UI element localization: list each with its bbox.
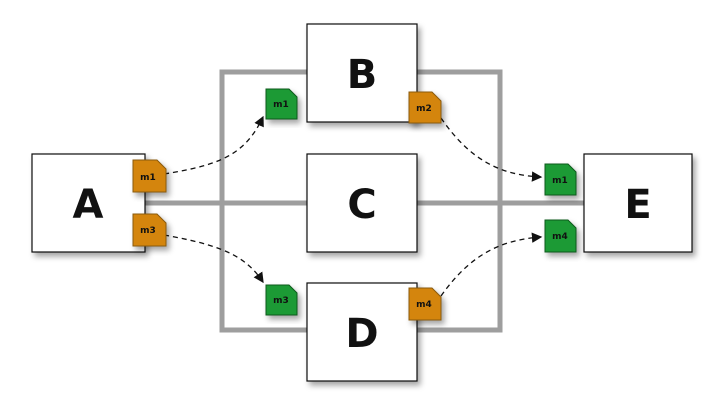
arrow-a-m3-to-d (163, 234, 264, 284)
connector-lines (145, 69, 584, 333)
tag-a-m1: m1 (132, 159, 167, 193)
tag-d-m4-label: m4 (416, 300, 432, 310)
tag-e-m1-label: m1 (552, 176, 568, 186)
node-c: C (306, 153, 418, 253)
arrow-d-m4-to-e (440, 232, 543, 297)
tag-d-m4: m4 (408, 287, 442, 321)
tag-b-m2-label: m2 (416, 104, 432, 114)
tag-d-m3-label: m3 (273, 296, 289, 306)
node-d-label: D (345, 311, 378, 357)
tag-b-m1: m1 (265, 88, 298, 120)
tag-a-m3: m3 (132, 213, 167, 247)
tag-b-m1-label: m1 (273, 100, 289, 110)
tag-d-m3: m3 (265, 284, 298, 316)
node-a: A (31, 153, 146, 253)
tag-a-m1-label: m1 (140, 173, 156, 183)
tag-e-m4-label: m4 (552, 232, 568, 242)
node-b: B (306, 23, 418, 123)
node-e: E (583, 153, 693, 253)
tag-e-m4: m4 (544, 219, 577, 253)
node-a-label: A (73, 182, 104, 228)
tag-b-m2: m2 (408, 91, 442, 124)
node-b-label: B (347, 52, 378, 98)
node-e-label: E (624, 182, 651, 228)
arrow-b-m2-to-e (440, 117, 543, 182)
node-d: D (306, 282, 418, 382)
tag-a-m3-label: m3 (140, 226, 156, 236)
tag-e-m1: m1 (544, 163, 577, 196)
node-c-label: C (347, 182, 376, 228)
arrow-a-m1-to-b (163, 115, 264, 175)
message-arrows (163, 115, 543, 297)
